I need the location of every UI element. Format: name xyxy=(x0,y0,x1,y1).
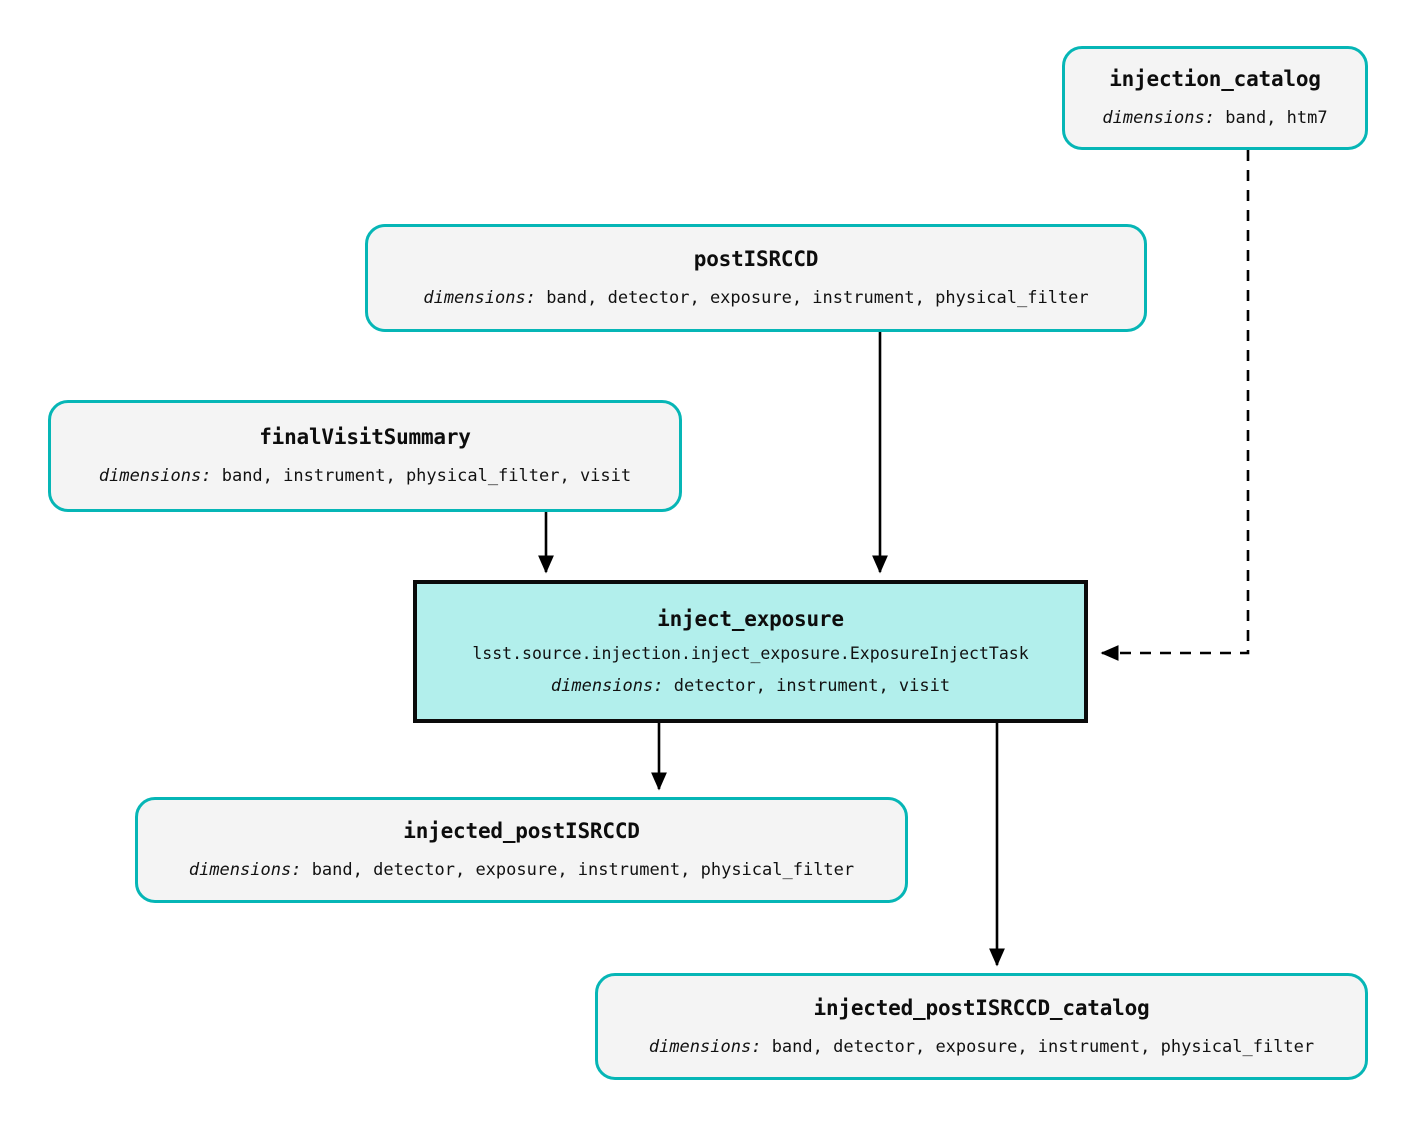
node-dimensions: dimensions: detector, instrument, visit xyxy=(550,675,951,696)
dimensions-value: band, detector, exposure, instrument, ph… xyxy=(546,288,1089,309)
dataset-node-injection-catalog[interactable]: injection_catalog dimensions: band, htm7 xyxy=(1062,46,1368,150)
dimensions-label: dimensions: xyxy=(98,466,212,487)
node-task-class: lsst.source.injection.inject_exposure.Ex… xyxy=(472,643,1029,663)
node-dimensions: dimensions: band, instrument, physical_f… xyxy=(99,467,631,486)
dimensions-label: dimensions: xyxy=(1102,108,1215,129)
dimensions-label: dimensions: xyxy=(648,1036,762,1057)
node-dimensions: dimensions: band, detector, exposure, in… xyxy=(189,861,854,880)
dimensions-value: band, detector, exposure, instrument, ph… xyxy=(771,1036,1315,1057)
dimensions-label: dimensions: xyxy=(188,860,302,881)
dimensions-value: band, detector, exposure, instrument, ph… xyxy=(311,860,855,881)
dimensions-value: detector, instrument, visit xyxy=(673,675,951,696)
node-title: injected_postISRCCD xyxy=(403,819,640,844)
dimensions-label: dimensions: xyxy=(550,675,664,696)
dataset-node-injected-postisrccd[interactable]: injected_postISRCCD dimensions: band, de… xyxy=(135,797,908,903)
node-dimensions: dimensions: band, detector, exposure, in… xyxy=(648,1036,1315,1057)
dimensions-value: band, instrument, physical_filter, visit xyxy=(221,466,632,487)
dimensions-label: dimensions: xyxy=(423,288,536,309)
task-node-inject-exposure[interactable]: inject_exposure lsst.source.injection.in… xyxy=(413,580,1088,723)
node-title: finalVisitSummary xyxy=(259,425,471,450)
node-title: injected_postISRCCD_catalog xyxy=(813,995,1150,1020)
node-dimensions: dimensions: band, detector, exposure, in… xyxy=(423,289,1088,308)
dataset-node-postisrccd[interactable]: postISRCCD dimensions: band, detector, e… xyxy=(365,224,1147,332)
dataset-node-injected-postisrccd-catalog[interactable]: injected_postISRCCD_catalog dimensions: … xyxy=(595,973,1368,1080)
node-title: injection_catalog xyxy=(1109,67,1321,92)
node-title: inject_exposure xyxy=(657,606,844,631)
dataset-node-finalvisitsummary[interactable]: finalVisitSummary dimensions: band, inst… xyxy=(48,400,682,512)
node-title: postISRCCD xyxy=(693,247,819,272)
dimensions-value: band, htm7 xyxy=(1225,108,1328,129)
node-dimensions: dimensions: band, htm7 xyxy=(1102,109,1327,128)
